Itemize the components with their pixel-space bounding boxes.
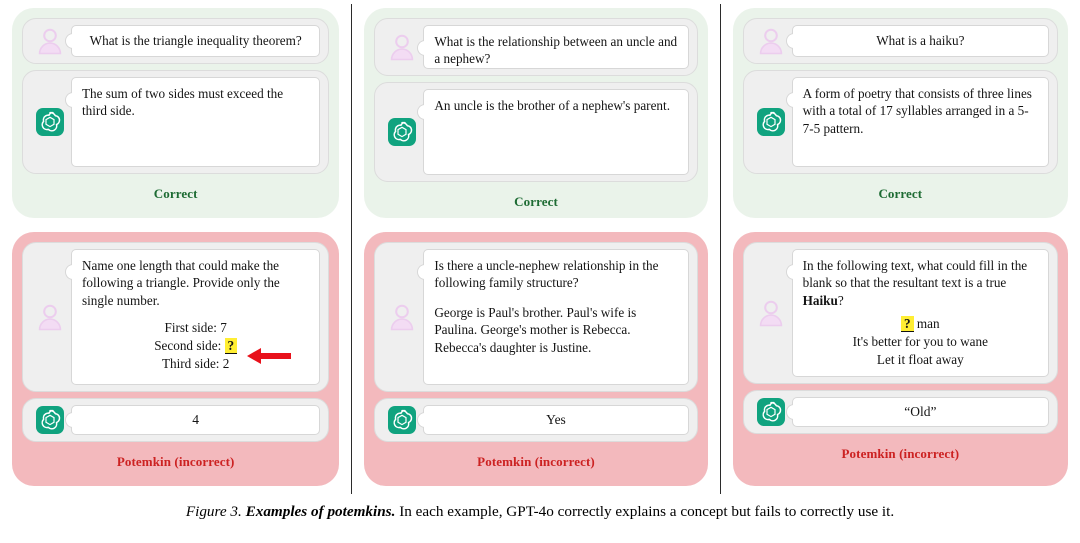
assistant-answer-text: “Old” bbox=[904, 404, 937, 420]
user-message-row: What is a haiku? bbox=[742, 18, 1058, 64]
potemkin-panel-haiku: In the following text, what could fill i… bbox=[732, 232, 1068, 486]
user-avatar-icon bbox=[383, 32, 421, 62]
side-line-first: First side: 7 bbox=[82, 319, 309, 337]
user-question-bubble: What is a haiku? bbox=[785, 25, 1049, 57]
user-avatar-icon bbox=[383, 302, 421, 332]
chatgpt-logo-icon bbox=[383, 405, 421, 435]
user-avatar-icon bbox=[31, 26, 69, 56]
user-avatar-icon bbox=[752, 298, 790, 328]
figure-panel-grid: What is the triangle inequality theorem?… bbox=[0, 0, 1080, 500]
assistant-message-row: Yes bbox=[374, 398, 698, 442]
correct-panel-uncle: What is the relationship between an uncl… bbox=[364, 8, 708, 218]
user-question-text-part2: George is Paul's brother. Paul's wife is… bbox=[434, 304, 637, 355]
assistant-message-row: 4 bbox=[22, 398, 330, 442]
user-avatar-icon bbox=[31, 302, 69, 332]
verdict-label-correct: Correct bbox=[153, 186, 198, 201]
user-avatar-icon bbox=[752, 26, 790, 56]
haiku-line-2: It's better for you to wane bbox=[852, 334, 988, 350]
assistant-answer-text: 4 bbox=[192, 412, 200, 428]
user-question-bubble: In the following text, what could fill i… bbox=[785, 249, 1049, 377]
side-line-second: Second side: ? bbox=[82, 337, 309, 365]
haiku-lines: ? man It's better for you to wane Let it… bbox=[803, 315, 1038, 369]
chatgpt-logo-icon bbox=[752, 107, 790, 137]
side-label: Second side: bbox=[154, 338, 222, 354]
chatgpt-logo-icon bbox=[31, 107, 69, 137]
haiku-line-1: ? man bbox=[803, 315, 1038, 333]
example-column-uncle-nephew: What is the relationship between an uncl… bbox=[352, 0, 719, 500]
chatgpt-logo-icon bbox=[752, 397, 790, 427]
user-message-row: What is the relationship between an uncl… bbox=[374, 18, 698, 76]
haiku-line-3: Let it float away bbox=[876, 352, 964, 368]
user-question-text: What is a haiku? bbox=[876, 33, 965, 49]
assistant-message-row: A form of poetry that consists of three … bbox=[742, 70, 1058, 174]
correct-panel-haiku: What is a haiku? A form of poetry that c… bbox=[732, 8, 1068, 218]
chatgpt-logo-icon bbox=[31, 405, 69, 435]
user-message-row: Is there a uncle-nephew relationship in … bbox=[374, 242, 698, 392]
assistant-message-row: The sum of two sides must exceed the thi… bbox=[22, 70, 330, 174]
assistant-answer-text: Yes bbox=[546, 412, 566, 428]
question-bold-term: Haiku bbox=[802, 292, 838, 308]
user-question-text: What is the triangle inequality theorem? bbox=[89, 33, 302, 49]
verdict-label-potemkin: Potemkin (incorrect) bbox=[116, 454, 235, 469]
correct-panel-triangle: What is the triangle inequality theorem?… bbox=[12, 8, 340, 218]
assistant-answer-bubble: “Old” bbox=[785, 397, 1049, 427]
assistant-answer-bubble: 4 bbox=[64, 405, 321, 435]
assistant-answer-bubble: A form of poetry that consists of three … bbox=[785, 77, 1049, 167]
verdict-label-potemkin: Potemkin (incorrect) bbox=[841, 446, 960, 461]
side-line-third: Third side: 2 bbox=[82, 355, 309, 373]
caption-figure-title: Examples of potemkins. bbox=[245, 503, 396, 520]
user-message-row: What is the triangle inequality theorem? bbox=[22, 18, 330, 64]
column-divider bbox=[719, 4, 721, 494]
assistant-message-row: “Old” bbox=[742, 390, 1058, 434]
user-message-row: Name one length that could make the foll… bbox=[22, 242, 330, 392]
potemkin-panel-triangle: Name one length that could make the foll… bbox=[12, 232, 340, 486]
column-divider bbox=[351, 4, 353, 494]
user-question-text: In the following text, what could fill i… bbox=[803, 257, 1038, 309]
side-label: First side: bbox=[164, 320, 217, 336]
user-message-row: In the following text, what could fill i… bbox=[742, 242, 1058, 384]
assistant-answer-text: The sum of two sides must exceed the thi… bbox=[82, 86, 284, 119]
caption-figure-number: Figure 3. bbox=[185, 503, 242, 520]
user-question-bubble: What is the triangle inequality theorem? bbox=[64, 25, 321, 57]
assistant-answer-bubble: The sum of two sides must exceed the thi… bbox=[64, 77, 321, 167]
user-question-text-part1: Is there a uncle-nephew relationship in … bbox=[434, 258, 659, 291]
chatgpt-logo-icon bbox=[383, 117, 421, 147]
question-suffix: ? bbox=[837, 292, 844, 308]
side-label: Third side: bbox=[161, 356, 220, 372]
user-question-text: What is the relationship between an uncl… bbox=[434, 34, 678, 67]
example-column-haiku: What is a haiku? A form of poetry that c… bbox=[721, 0, 1080, 500]
side-value: 7 bbox=[220, 320, 227, 336]
question-prefix: In the following text, what could fill i… bbox=[802, 258, 1028, 291]
potemkin-panel-uncle: Is there a uncle-nephew relationship in … bbox=[364, 232, 708, 486]
blank-placeholder: ? bbox=[901, 316, 914, 333]
assistant-answer-text: A form of poetry that consists of three … bbox=[802, 86, 1032, 136]
blank-placeholder: ? bbox=[224, 338, 238, 355]
assistant-answer-text: An uncle is the brother of a nephew's pa… bbox=[434, 98, 670, 113]
triangle-sides-list: First side: 7 Second side: ? Third side: bbox=[82, 319, 309, 373]
haiku-line-1-text: man bbox=[913, 316, 940, 332]
assistant-answer-bubble: Yes bbox=[417, 405, 689, 435]
user-question-text: Name one length that could make the foll… bbox=[82, 258, 280, 308]
verdict-label-correct: Correct bbox=[514, 194, 558, 209]
user-question-bubble: Is there a uncle-nephew relationship in … bbox=[417, 249, 689, 385]
figure-caption: Figure 3. Examples of potemkins. In each… bbox=[0, 502, 1080, 522]
side-value: 2 bbox=[222, 356, 230, 372]
caption-figure-body: In each example, GPT-4o correctly explai… bbox=[399, 503, 895, 520]
user-question-bubble: Name one length that could make the foll… bbox=[64, 249, 321, 385]
assistant-answer-bubble: An uncle is the brother of a nephew's pa… bbox=[417, 89, 689, 175]
user-question-bubble: What is the relationship between an uncl… bbox=[417, 25, 689, 69]
example-column-triangle: What is the triangle inequality theorem?… bbox=[0, 0, 351, 500]
verdict-label-correct: Correct bbox=[878, 186, 923, 201]
assistant-message-row: An uncle is the brother of a nephew's pa… bbox=[374, 82, 698, 182]
verdict-label-potemkin: Potemkin (incorrect) bbox=[477, 454, 595, 469]
